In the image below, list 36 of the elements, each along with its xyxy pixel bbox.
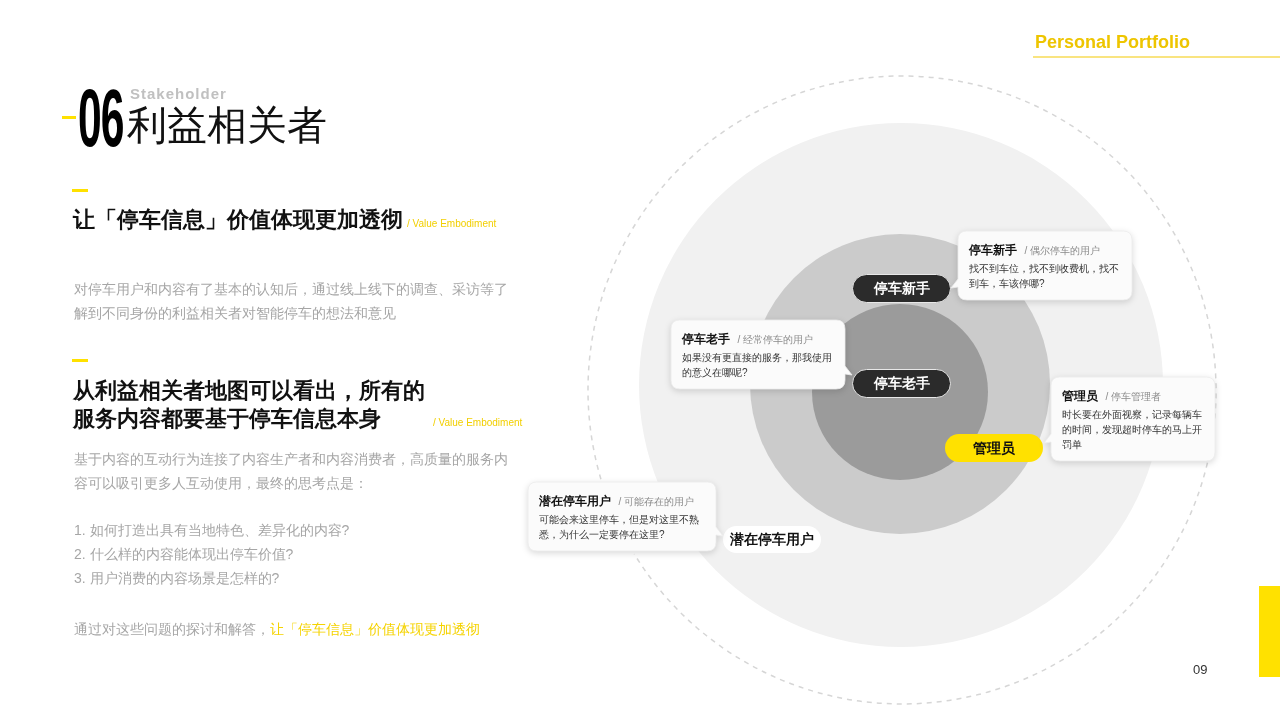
conclusion-text: 通过对这些问题的探讨和解答，让「停车信息」价值体现更加透彻 bbox=[74, 620, 480, 639]
bubble-subtitle: / 可能存在的用户 bbox=[618, 496, 694, 507]
bubble-title: 潜在停车用户 bbox=[539, 494, 611, 508]
bubble-subtitle: / 偶尔停车的用户 bbox=[1024, 245, 1100, 256]
section-number: 06 bbox=[78, 77, 124, 159]
role-pill: 停车老手 bbox=[852, 369, 951, 398]
bubble-title: 停车新手 bbox=[969, 243, 1017, 257]
section-heading: 从利益相关者地图可以看出，所有的服务内容都要基于停车信息本身 bbox=[73, 377, 426, 433]
speech-bubble bbox=[671, 320, 852, 389]
body-text: 基于内容的互动行为连接了内容生产者和内容消费者，高质量的服务内容可以吸引更多人互动使用，最终的思考点是： bbox=[74, 450, 509, 493]
bubble-title: 管理员 bbox=[1062, 389, 1098, 403]
bubble-text: 时长要在外面视察，记录每辆车的时间，发现超时停车的马上开罚单 bbox=[1062, 408, 1203, 452]
page-number: 09 bbox=[1193, 662, 1208, 678]
role-pill: 潜在停车用户 bbox=[723, 526, 821, 553]
role-pill: 停车新手 bbox=[852, 274, 951, 303]
speech-bubble bbox=[951, 231, 1132, 300]
speech-bubble bbox=[1044, 377, 1215, 461]
heading-tag: / Value Embodiment bbox=[433, 417, 523, 429]
section-heading: 让「停车信息」价值体现更加透彻 bbox=[73, 206, 403, 234]
bubble-subtitle: / 停车管理者 bbox=[1105, 391, 1161, 402]
header-text: Personal Portfolio bbox=[1035, 32, 1191, 52]
bubble-text: 找不到车位，找不到收费机，找不到车，车该停哪? bbox=[969, 262, 1120, 291]
bubble-text: 如果没有更直接的服务，那我使用的意义在哪呢? bbox=[682, 351, 833, 380]
role-pill: 管理员 bbox=[945, 434, 1043, 462]
subtitle-text: Stakeholder bbox=[130, 86, 227, 102]
side-tab bbox=[1259, 586, 1280, 677]
speech-bubble bbox=[528, 482, 723, 551]
list-item: 2. 什么样的内容能体现出停车价值? bbox=[74, 545, 294, 564]
page-title: 利益相关者 bbox=[127, 102, 327, 149]
bubble-subtitle: / 经常停车的用户 bbox=[737, 334, 813, 345]
bubble-title: 停车老手 bbox=[682, 332, 730, 346]
list-item: 3. 用户消费的内容场景是怎样的? bbox=[74, 569, 280, 588]
heading-tag: / Value Embodiment bbox=[407, 218, 497, 230]
bubble-text: 可能会来这里停车，但是对这里不熟悉，为什么一定要停在这里? bbox=[539, 513, 700, 542]
body-text: 对停车用户和内容有了基本的认知后，通过线上线下的调查、采访等了解到不同身份的利益相关者对智能停车的想法和意见 bbox=[74, 280, 509, 323]
list-item: 1. 如何打造出具有当地特色、差异化的内容? bbox=[74, 521, 350, 540]
